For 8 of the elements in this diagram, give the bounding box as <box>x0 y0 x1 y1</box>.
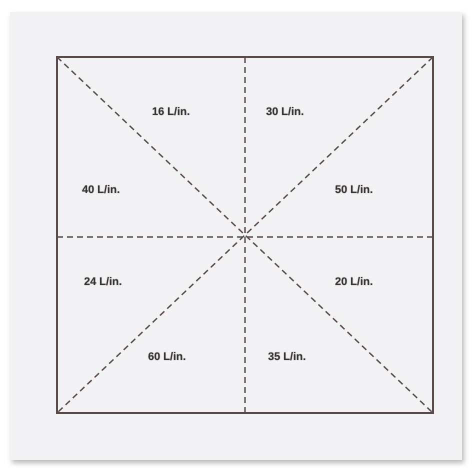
line-density-label: 35 L/in. <box>268 351 306 363</box>
line-density-label: 50 L/in. <box>335 184 373 196</box>
line-density-label: 60 L/in. <box>148 351 186 363</box>
line-density-label: 24 L/in. <box>84 276 122 288</box>
line-density-label: 16 L/in. <box>152 106 190 118</box>
line-density-label: 20 L/in. <box>335 276 373 288</box>
line-density-label: 30 L/in. <box>266 106 304 118</box>
line-density-label: 40 L/in. <box>82 184 120 196</box>
